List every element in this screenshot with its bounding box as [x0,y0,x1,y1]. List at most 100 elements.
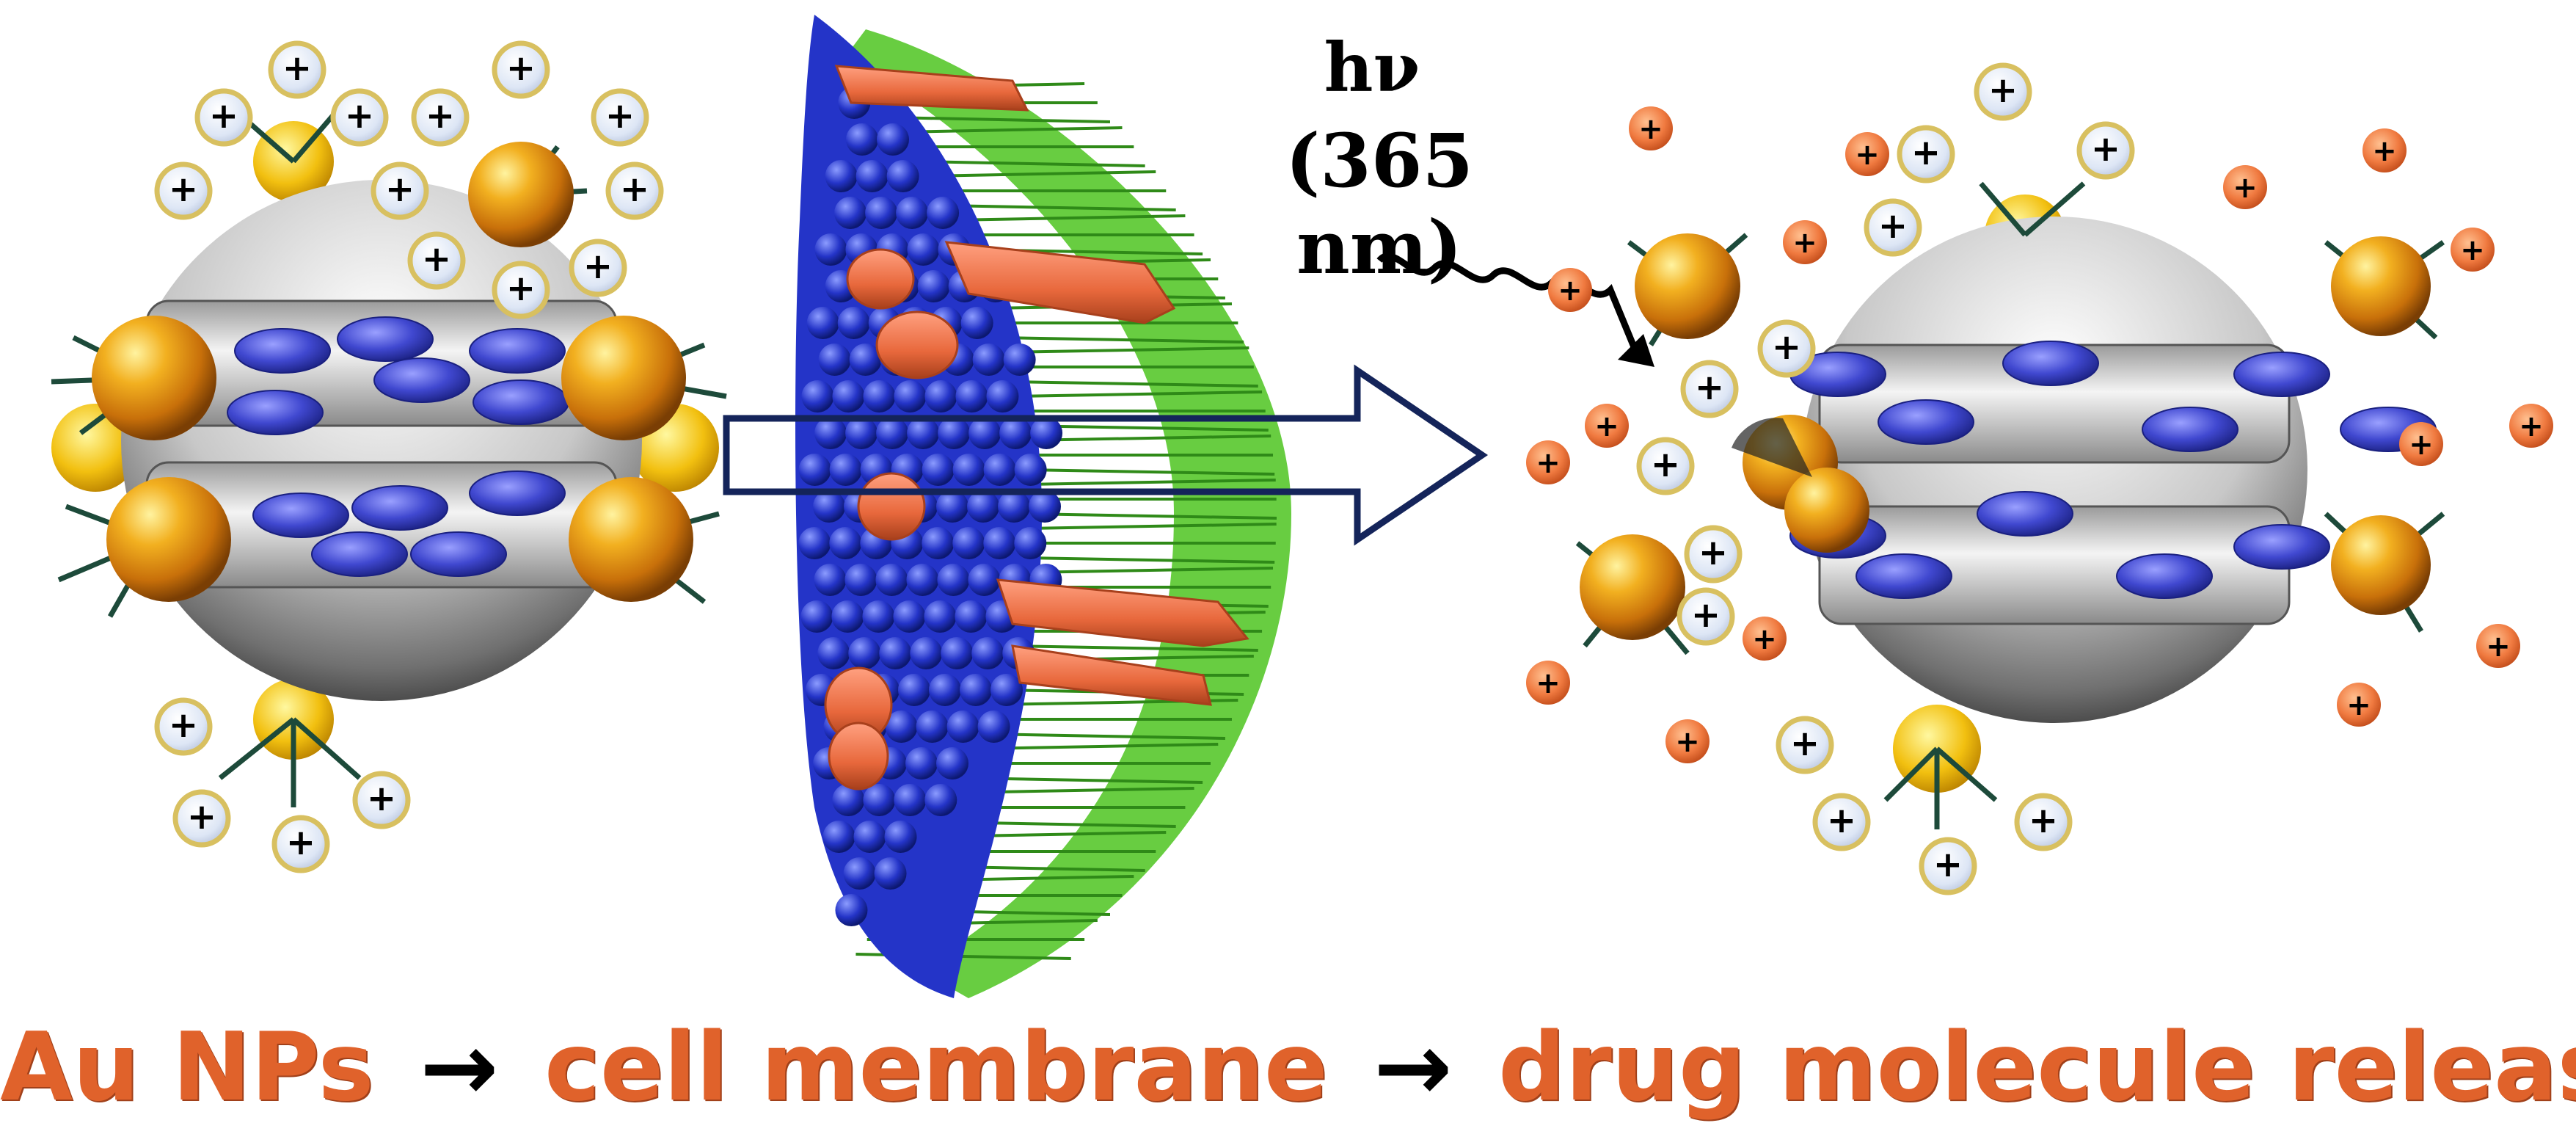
svg-text:+: + [2029,800,2058,841]
gold-nanoparticle [2331,236,2431,336]
svg-text:+: + [1691,595,1721,636]
positive-charge-icon: + [1897,125,1955,183]
positive-charge-icon: + [1585,404,1629,448]
drug-molecule [410,531,507,577]
gold-nanoparticle [468,142,574,247]
gold-nanoparticle [1635,233,1740,339]
membrane-protein [834,65,1029,112]
svg-text:+: + [1536,666,1561,700]
positive-charge-icon: + [1845,132,1889,176]
positive-charge-icon: + [1548,268,1592,312]
drug-molecule [311,531,408,577]
process-caption: Au NPs → cell membrane → drug molecule r… [0,1013,2576,1130]
right-nanoparticle [1575,181,2445,829]
process-arrow [723,364,1489,546]
drug-molecule [227,390,324,435]
svg-text:+: + [2519,410,2544,443]
positive-charge-icon: + [2337,683,2381,727]
drug-molecule [1977,491,2073,537]
svg-text:+: + [605,95,635,137]
positive-charge-icon: + [605,161,664,220]
membrane-protein [857,472,926,541]
drug-molecule [472,379,569,425]
positive-charge-icon: + [1757,319,1816,378]
caption-step-cell-membrane: cell membrane [544,1013,1328,1122]
svg-text:+: + [2372,134,2397,168]
svg-text:+: + [426,95,455,137]
svg-text:+: + [2409,428,2434,462]
positive-charge-icon: + [1743,617,1787,661]
positive-charge-icon: + [2451,228,2495,272]
svg-text:+: + [1933,844,1963,885]
positive-charge-icon: + [1919,837,1977,895]
positive-charge-icon: + [411,88,470,147]
svg-text:+: + [1772,327,1801,368]
positive-charge-icon: + [268,40,326,99]
drug-molecule [2233,352,2330,397]
positive-charge-icon: + [2362,128,2407,172]
positive-charge-icon: + [1526,661,1570,705]
positive-charge-icon: + [154,161,213,220]
svg-text:+: + [2486,630,2511,664]
svg-text:+: + [2346,688,2371,722]
svg-text:+: + [506,48,536,89]
svg-text:+: + [422,239,451,280]
svg-text:+: + [1878,206,1908,247]
svg-text:+: + [2233,171,2258,205]
drug-molecule [234,328,331,374]
drug-molecule [2142,407,2239,452]
drug-molecule [469,470,566,516]
gold-nanoparticle [1580,534,1685,640]
positive-charge-icon: + [1812,793,1871,851]
svg-text:+: + [620,169,649,210]
svg-text:+: + [1792,226,1817,260]
svg-text:+: + [583,246,613,287]
svg-text:+: + [1675,725,1700,759]
membrane-protein [828,722,889,790]
caption-step-au-nps: Au NPs [0,1013,374,1122]
gold-nanoparticle [2331,515,2431,615]
positive-charge-icon: + [1974,62,2032,121]
gold-nanoparticle [561,316,686,440]
positive-charge-icon: + [330,88,389,147]
svg-text:+: + [1988,70,2018,111]
positive-charge-icon: + [1684,525,1743,584]
positive-charge-icon: + [1636,437,1695,495]
lipid-head-beads [798,87,1063,926]
drug-molecule [2002,341,2099,386]
positive-charge-icon: + [2399,422,2443,466]
membrane-protein [875,310,959,379]
caption-arrow: → [1373,1013,1453,1122]
lipid-tails [844,29,1291,998]
positive-charge-icon: + [352,771,411,829]
positive-charge-icon: + [194,88,253,147]
wavelength-label: (365 nm) [1285,117,1474,291]
light-symbol-label: hν [1324,28,1420,107]
svg-text:+: + [1638,112,1663,146]
positive-charge-icon: + [371,161,429,220]
gold-nanoparticle [1784,468,1869,553]
svg-text:+: + [367,778,396,819]
drug-molecule [337,316,434,362]
cell-membrane [795,15,1291,998]
svg-text:+: + [1752,622,1777,656]
svg-text:+: + [187,796,216,837]
gold-nanoparticle [569,477,693,602]
positive-charge-icon: + [154,697,213,756]
svg-text:+: + [282,48,312,89]
svg-text:+: + [1558,274,1583,308]
membrane-protein [944,241,1176,324]
membrane-protein [846,248,915,310]
svg-text:+: + [1790,723,1820,764]
drug-molecule [252,493,349,538]
svg-text:+: + [2460,233,2485,267]
caption-step-drug-release: drug molecule release [1498,1013,2576,1122]
gold-nanoparticle [92,316,216,440]
svg-text:+: + [209,95,238,137]
positive-charge-icon: + [1629,106,1673,150]
positive-charge-icon: + [569,239,627,297]
svg-text:+: + [1827,800,1856,841]
positive-charge-icon: + [591,88,649,147]
drug-molecule [2116,553,2213,599]
silica-sphere [1801,217,2307,723]
